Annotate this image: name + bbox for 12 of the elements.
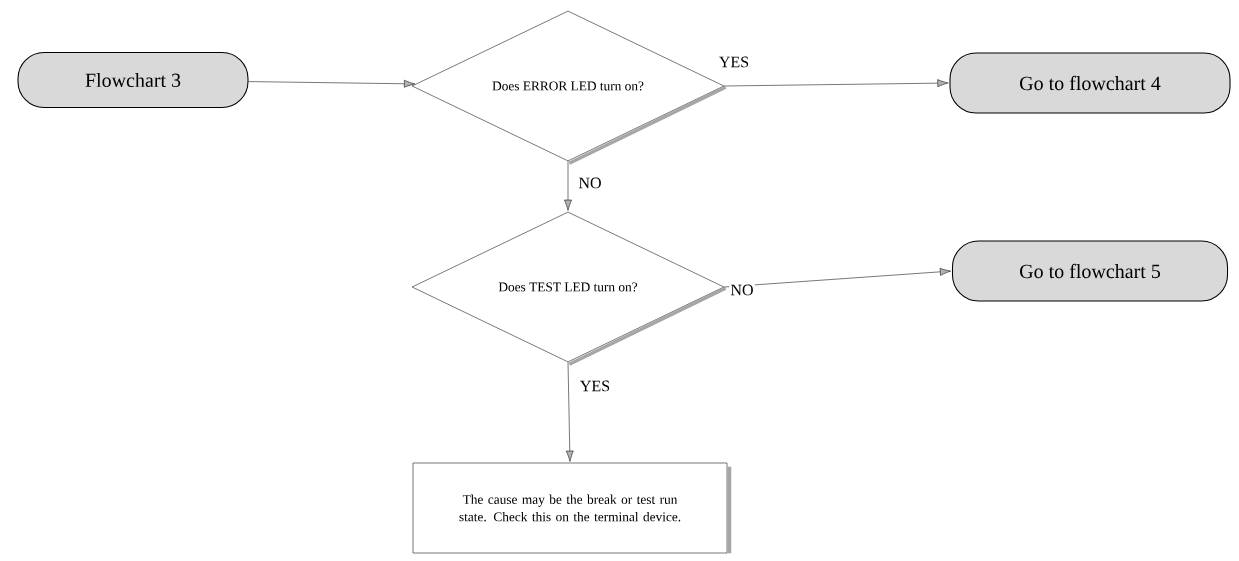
edge-label: YES [578, 379, 612, 393]
edge-label: NO [729, 283, 755, 297]
arrow [724, 268, 951, 288]
arrow [565, 362, 574, 462]
terminal-box: Go to flowchart 5 [951, 240, 1229, 302]
edge-label: NO [577, 176, 603, 190]
arrow [248, 79, 416, 88]
process-box: The cause may be the break or test run state. Check this on the terminal device. [412, 462, 732, 554]
arrow [724, 79, 949, 87]
arrow [564, 161, 572, 211]
terminal-box: Flowchart 3 [17, 51, 249, 109]
terminal-box: Go to flowchart 4 [949, 52, 1231, 114]
